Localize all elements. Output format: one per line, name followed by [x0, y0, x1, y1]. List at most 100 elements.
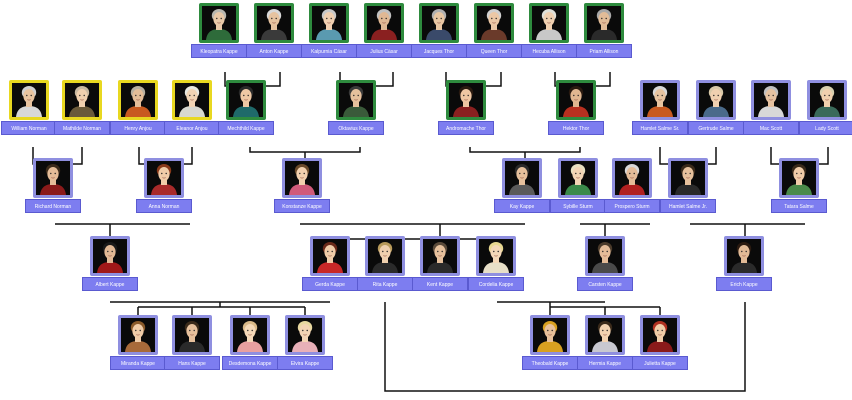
left-eye [381, 17, 383, 20]
face [654, 89, 666, 103]
portrait-image [585, 236, 625, 276]
torso [758, 106, 784, 117]
torso [292, 341, 318, 352]
portrait-image [807, 80, 847, 120]
torso [483, 262, 509, 273]
portrait-image [751, 80, 791, 120]
sim-figure [371, 9, 397, 40]
face [572, 167, 584, 181]
torso [426, 29, 452, 40]
person-name: Julius Cäsar [356, 44, 412, 58]
neck [243, 101, 249, 107]
face [821, 89, 833, 103]
sim-figure [647, 321, 673, 352]
sim-figure [151, 164, 177, 195]
portrait-image [285, 315, 325, 355]
portrait-image [33, 158, 73, 198]
left-eye [216, 17, 218, 20]
person-name: Mac Scott [743, 121, 799, 135]
face [598, 12, 610, 26]
left-eye [491, 17, 493, 20]
left-eye [79, 94, 81, 97]
neck [299, 179, 305, 185]
sim-figure [814, 86, 840, 117]
neck [741, 257, 747, 263]
portrait-image [502, 158, 542, 198]
neck [302, 336, 308, 342]
neck [796, 179, 802, 185]
person-name: Hans Kappe [164, 356, 220, 370]
left-eye [135, 329, 137, 332]
left-eye [436, 17, 438, 20]
right-eye [139, 329, 141, 332]
neck [26, 101, 32, 107]
torso [289, 184, 315, 195]
right-eye [745, 250, 747, 253]
person-name: Miranda Kappe [110, 356, 166, 370]
portrait-image [529, 3, 569, 43]
portrait-image [90, 236, 130, 276]
face [323, 12, 335, 26]
left-eye [602, 250, 604, 253]
left-eye [326, 17, 328, 20]
right-eye [661, 94, 663, 97]
person-name: Julietta Kappe [632, 356, 688, 370]
torso [592, 341, 618, 352]
sim-figure [233, 86, 259, 117]
face [490, 245, 502, 259]
face [299, 324, 311, 338]
sim-figure [179, 321, 205, 352]
face [76, 89, 88, 103]
face [350, 89, 362, 103]
torso [731, 262, 757, 273]
face [599, 324, 611, 338]
person-name: Oktavius Kappe [328, 121, 384, 135]
torso [40, 184, 66, 195]
face [488, 12, 500, 26]
sim-figure [731, 242, 757, 273]
sim-figure [453, 86, 479, 117]
person-name: Lady Scott [799, 121, 852, 135]
sim-figure [758, 86, 784, 117]
person-name: Jacques Thor [411, 44, 467, 58]
torso [97, 262, 123, 273]
portrait-image [309, 3, 349, 43]
right-eye [306, 329, 308, 332]
portrait-image [310, 236, 350, 276]
sim-figure [292, 321, 318, 352]
left-eye [353, 94, 355, 97]
right-eye [828, 94, 830, 97]
neck [493, 257, 499, 263]
torso [814, 106, 840, 117]
person-name: Tatara Salme [771, 199, 827, 213]
portrait-image [282, 158, 322, 198]
left-eye [547, 329, 549, 332]
torso [233, 106, 259, 117]
neck [216, 24, 222, 30]
face [268, 12, 280, 26]
neck [547, 336, 553, 342]
person-name: Erich Kappe [716, 277, 772, 291]
torso [509, 184, 535, 195]
portrait-image [226, 80, 266, 120]
sim-figure [16, 86, 42, 117]
neck [519, 179, 525, 185]
portrait-image [724, 236, 764, 276]
sim-figure [289, 164, 315, 195]
face [104, 245, 116, 259]
neck [189, 336, 195, 342]
torso [536, 29, 562, 40]
person-name: Cordelia Kappe [468, 277, 524, 291]
torso [537, 341, 563, 352]
portrait-image [118, 315, 158, 355]
left-eye [685, 172, 687, 175]
person-name: Prospero Sturm [604, 199, 660, 213]
left-eye [493, 250, 495, 253]
torso [786, 184, 812, 195]
portrait-image [9, 80, 49, 120]
face [599, 245, 611, 259]
person-name: Carsten Kappe [577, 277, 633, 291]
right-eye [440, 17, 442, 20]
right-eye [275, 17, 277, 20]
